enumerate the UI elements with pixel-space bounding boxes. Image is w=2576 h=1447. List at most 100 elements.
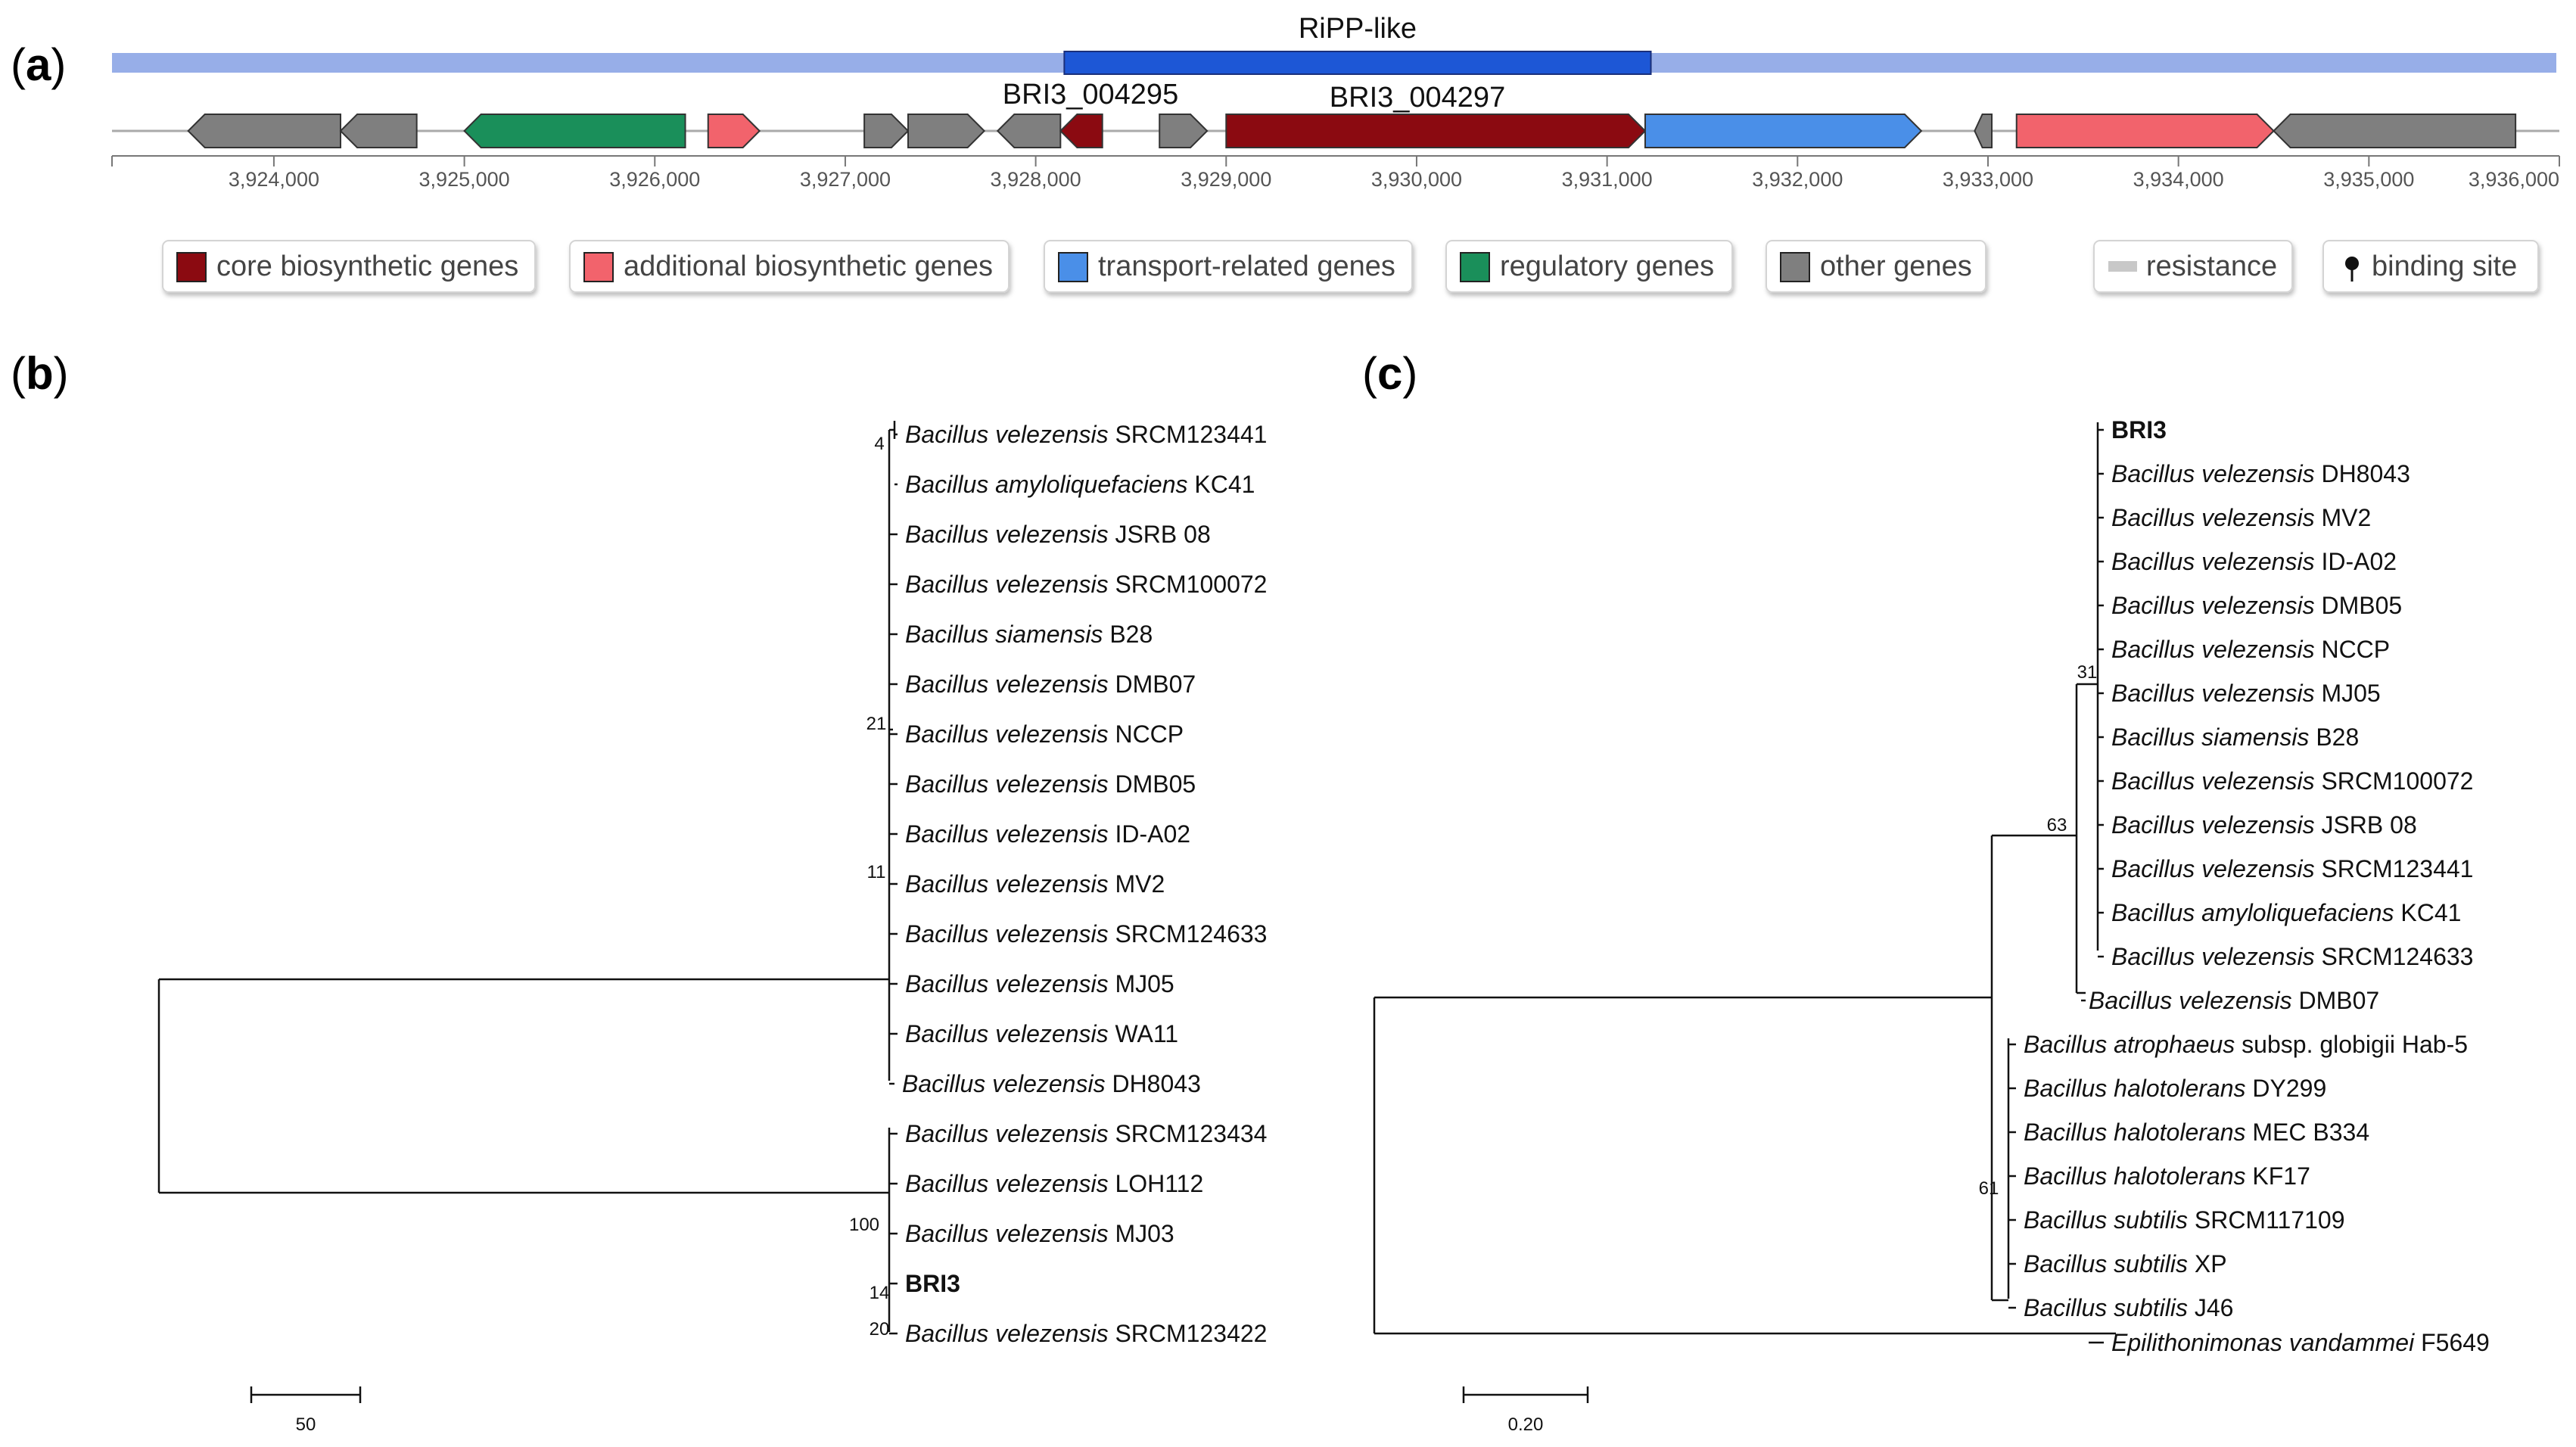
axis-tick-label: 3,931,000 — [1562, 168, 1653, 191]
strain-name: KC41 — [1194, 471, 1255, 498]
strain-name: SRCM123441 — [2321, 855, 2473, 882]
legend-item-core[interactable]: core biosynthetic genes — [162, 240, 536, 293]
species-name: Bacillus velezensis — [2111, 855, 2315, 882]
leaf-srcm117109: Bacillus subtilis SRCM117109 — [2008, 1206, 2344, 1234]
taxon-label: Bacillus velezensis ID-A02 — [905, 820, 1190, 848]
species-name: Bacillus siamensis — [905, 621, 1103, 648]
strain-name: JSRB 08 — [1115, 521, 1210, 548]
bootstrap-value: 100 — [849, 1215, 879, 1235]
legend-item-regulatory[interactable]: regulatory genes — [1445, 240, 1733, 293]
strain-name: J46 — [2195, 1294, 2234, 1321]
species-name: Bacillus velezensis — [905, 1320, 1109, 1347]
leaf-srcm124633: Bacillus velezensis SRCM124633 — [2098, 943, 2473, 970]
species-name: Bacillus velezensis — [905, 571, 1109, 598]
taxon-label: Bacillus velezensis SRCM123441 — [2111, 855, 2473, 882]
axis-tick-label: 3,929,000 — [1181, 168, 1271, 191]
taxon-label: Bacillus velezensis SRCM123422 — [905, 1320, 1267, 1347]
legend-label-binding-site: binding site — [2372, 251, 2517, 282]
leaf-dh8043: Bacillus velezensis DH8043 — [2098, 460, 2410, 487]
gene-arrow-core[interactable] — [1225, 114, 1647, 148]
legend-item-binding-site[interactable]: binding site — [2322, 240, 2539, 293]
gene-arrow-core[interactable] — [1059, 114, 1103, 148]
gene-arrow-transport[interactable] — [1644, 114, 1923, 148]
taxon-label: Bacillus halotolerans DY299 — [2024, 1075, 2326, 1102]
species-name: Bacillus amyloliquefaciens — [905, 471, 1188, 498]
strain-name: KC41 — [2400, 899, 2461, 926]
axis-tick-label: 3,932,000 — [1752, 168, 1843, 191]
scale-label: 50 — [296, 1414, 316, 1435]
strain-name: JSRB 08 — [2321, 811, 2416, 839]
gene-arrow-other[interactable] — [339, 114, 418, 148]
strain-name: BRI3 — [905, 1270, 960, 1297]
species-name: Bacillus velezensis — [905, 820, 1109, 848]
species-name: Epilithonimonas vandammei — [2111, 1329, 2415, 1356]
legend-item-transport[interactable]: transport-related genes — [1044, 240, 1413, 293]
legend-item-additional[interactable]: additional biosynthetic genes — [569, 240, 1010, 293]
strain-name: DMB07 — [1115, 671, 1196, 698]
gene-arrow-other[interactable] — [187, 114, 342, 148]
strain-name: SRCM123434 — [1115, 1120, 1267, 1147]
gene-arrows — [187, 114, 2517, 148]
leaf-j46: Bacillus subtilis J46 — [2008, 1294, 2233, 1321]
leaf-id-a02: Bacillus velezensis ID-A02 — [889, 820, 1190, 848]
leaf-srcm123422: Bacillus velezensis SRCM123422 — [889, 1320, 1267, 1347]
bootstrap-value: 31 — [2077, 662, 2098, 683]
species-name: Bacillus atrophaeus — [2024, 1031, 2235, 1058]
taxon-label: Bacillus halotolerans KF17 — [2024, 1162, 2310, 1190]
strain-name: SRCM123422 — [1115, 1320, 1267, 1347]
taxon-label: Bacillus velezensis DH8043 — [2111, 460, 2410, 487]
strain-name: B28 — [1109, 621, 1153, 648]
species-name: Bacillus subtilis — [2024, 1206, 2188, 1234]
species-name: Bacillus velezensis — [2111, 592, 2315, 619]
axis-tick-label: 3,927,000 — [800, 168, 891, 191]
taxon-label: Bacillus velezensis DH8043 — [902, 1070, 1201, 1097]
taxon-label: Epilithonimonas vandammei F5649 — [2111, 1329, 2490, 1356]
strain-name: MV2 — [1115, 870, 1165, 898]
bootstrap-value: 61 — [1979, 1178, 1999, 1199]
bootstrap-value: 63 — [2047, 815, 2067, 836]
biosynthetic-gene-cluster-map: RiPP-like BRI3_004295 BRI3_004297 3,924,… — [111, 13, 2560, 191]
tree-c-branches — [1373, 422, 2116, 1335]
strain-name: MV2 — [2321, 504, 2371, 531]
species-name: Bacillus velezensis — [2111, 767, 2315, 795]
taxon-label: Bacillus subtilis XP — [2024, 1250, 2227, 1277]
gene-arrow-other[interactable] — [1159, 114, 1209, 148]
tree-b-scale-bar: 50 — [250, 1386, 362, 1435]
strain-name: NCCP — [2321, 636, 2390, 663]
leaf-mv2: Bacillus velezensis MV2 — [2098, 504, 2371, 531]
leaf-bri3: BRI3 — [889, 1270, 960, 1297]
gene-arrow-regulatory[interactable] — [463, 114, 686, 148]
scale-label: 0.20 — [1508, 1414, 1544, 1435]
bootstrap-value: 21 — [866, 714, 887, 734]
taxon-label: Bacillus velezensis ID-A02 — [2111, 548, 2397, 575]
taxon-label: Bacillus velezensis DMB05 — [905, 770, 1196, 798]
strain-name: ID-A02 — [2321, 548, 2397, 575]
ripp-like-region-box[interactable] — [1063, 51, 1652, 75]
gene-arrow-other[interactable] — [907, 114, 986, 148]
species-name: Bacillus subtilis — [2024, 1250, 2188, 1277]
tree-c-scale-bar: 0.20 — [1462, 1386, 1589, 1435]
gene-arrow-other[interactable] — [1974, 114, 1993, 148]
legend-item-resistance[interactable]: resistance — [2093, 240, 2293, 293]
gene-arrow-additional[interactable] — [707, 114, 761, 148]
tree-b-bootstrap-values: 4 21 11 100 14 20 — [849, 434, 889, 1340]
leaf-dmb07: Bacillus velezensis DMB07 — [2081, 987, 2379, 1014]
leaf-nccp: Bacillus velezensis NCCP — [889, 720, 1184, 748]
gene-label-bri3-004297: BRI3_004297 — [1330, 82, 1505, 114]
axis-tick-label: 3,930,000 — [1371, 168, 1462, 191]
species-name: Bacillus velezensis — [905, 521, 1109, 548]
strain-name: LOH112 — [1115, 1170, 1203, 1197]
species-name: Bacillus velezensis — [905, 1020, 1109, 1047]
axis-tick-label: 3,935,000 — [2323, 168, 2414, 191]
taxon-label: Bacillus velezensis MJ03 — [905, 1220, 1174, 1247]
species-name: Bacillus velezensis — [2111, 636, 2315, 663]
leaf-f5649: Epilithonimonas vandammei F5649 — [2089, 1329, 2490, 1356]
gene-arrow-other[interactable] — [863, 114, 910, 148]
strain-name: DMB05 — [1115, 770, 1196, 798]
gene-arrow-other[interactable] — [996, 114, 1062, 148]
species-name: Bacillus velezensis — [905, 1120, 1109, 1147]
gene-arrow-other[interactable] — [2273, 114, 2517, 148]
legend-item-other[interactable]: other genes — [1766, 240, 1986, 293]
gene-arrow-additional[interactable] — [2015, 114, 2275, 148]
